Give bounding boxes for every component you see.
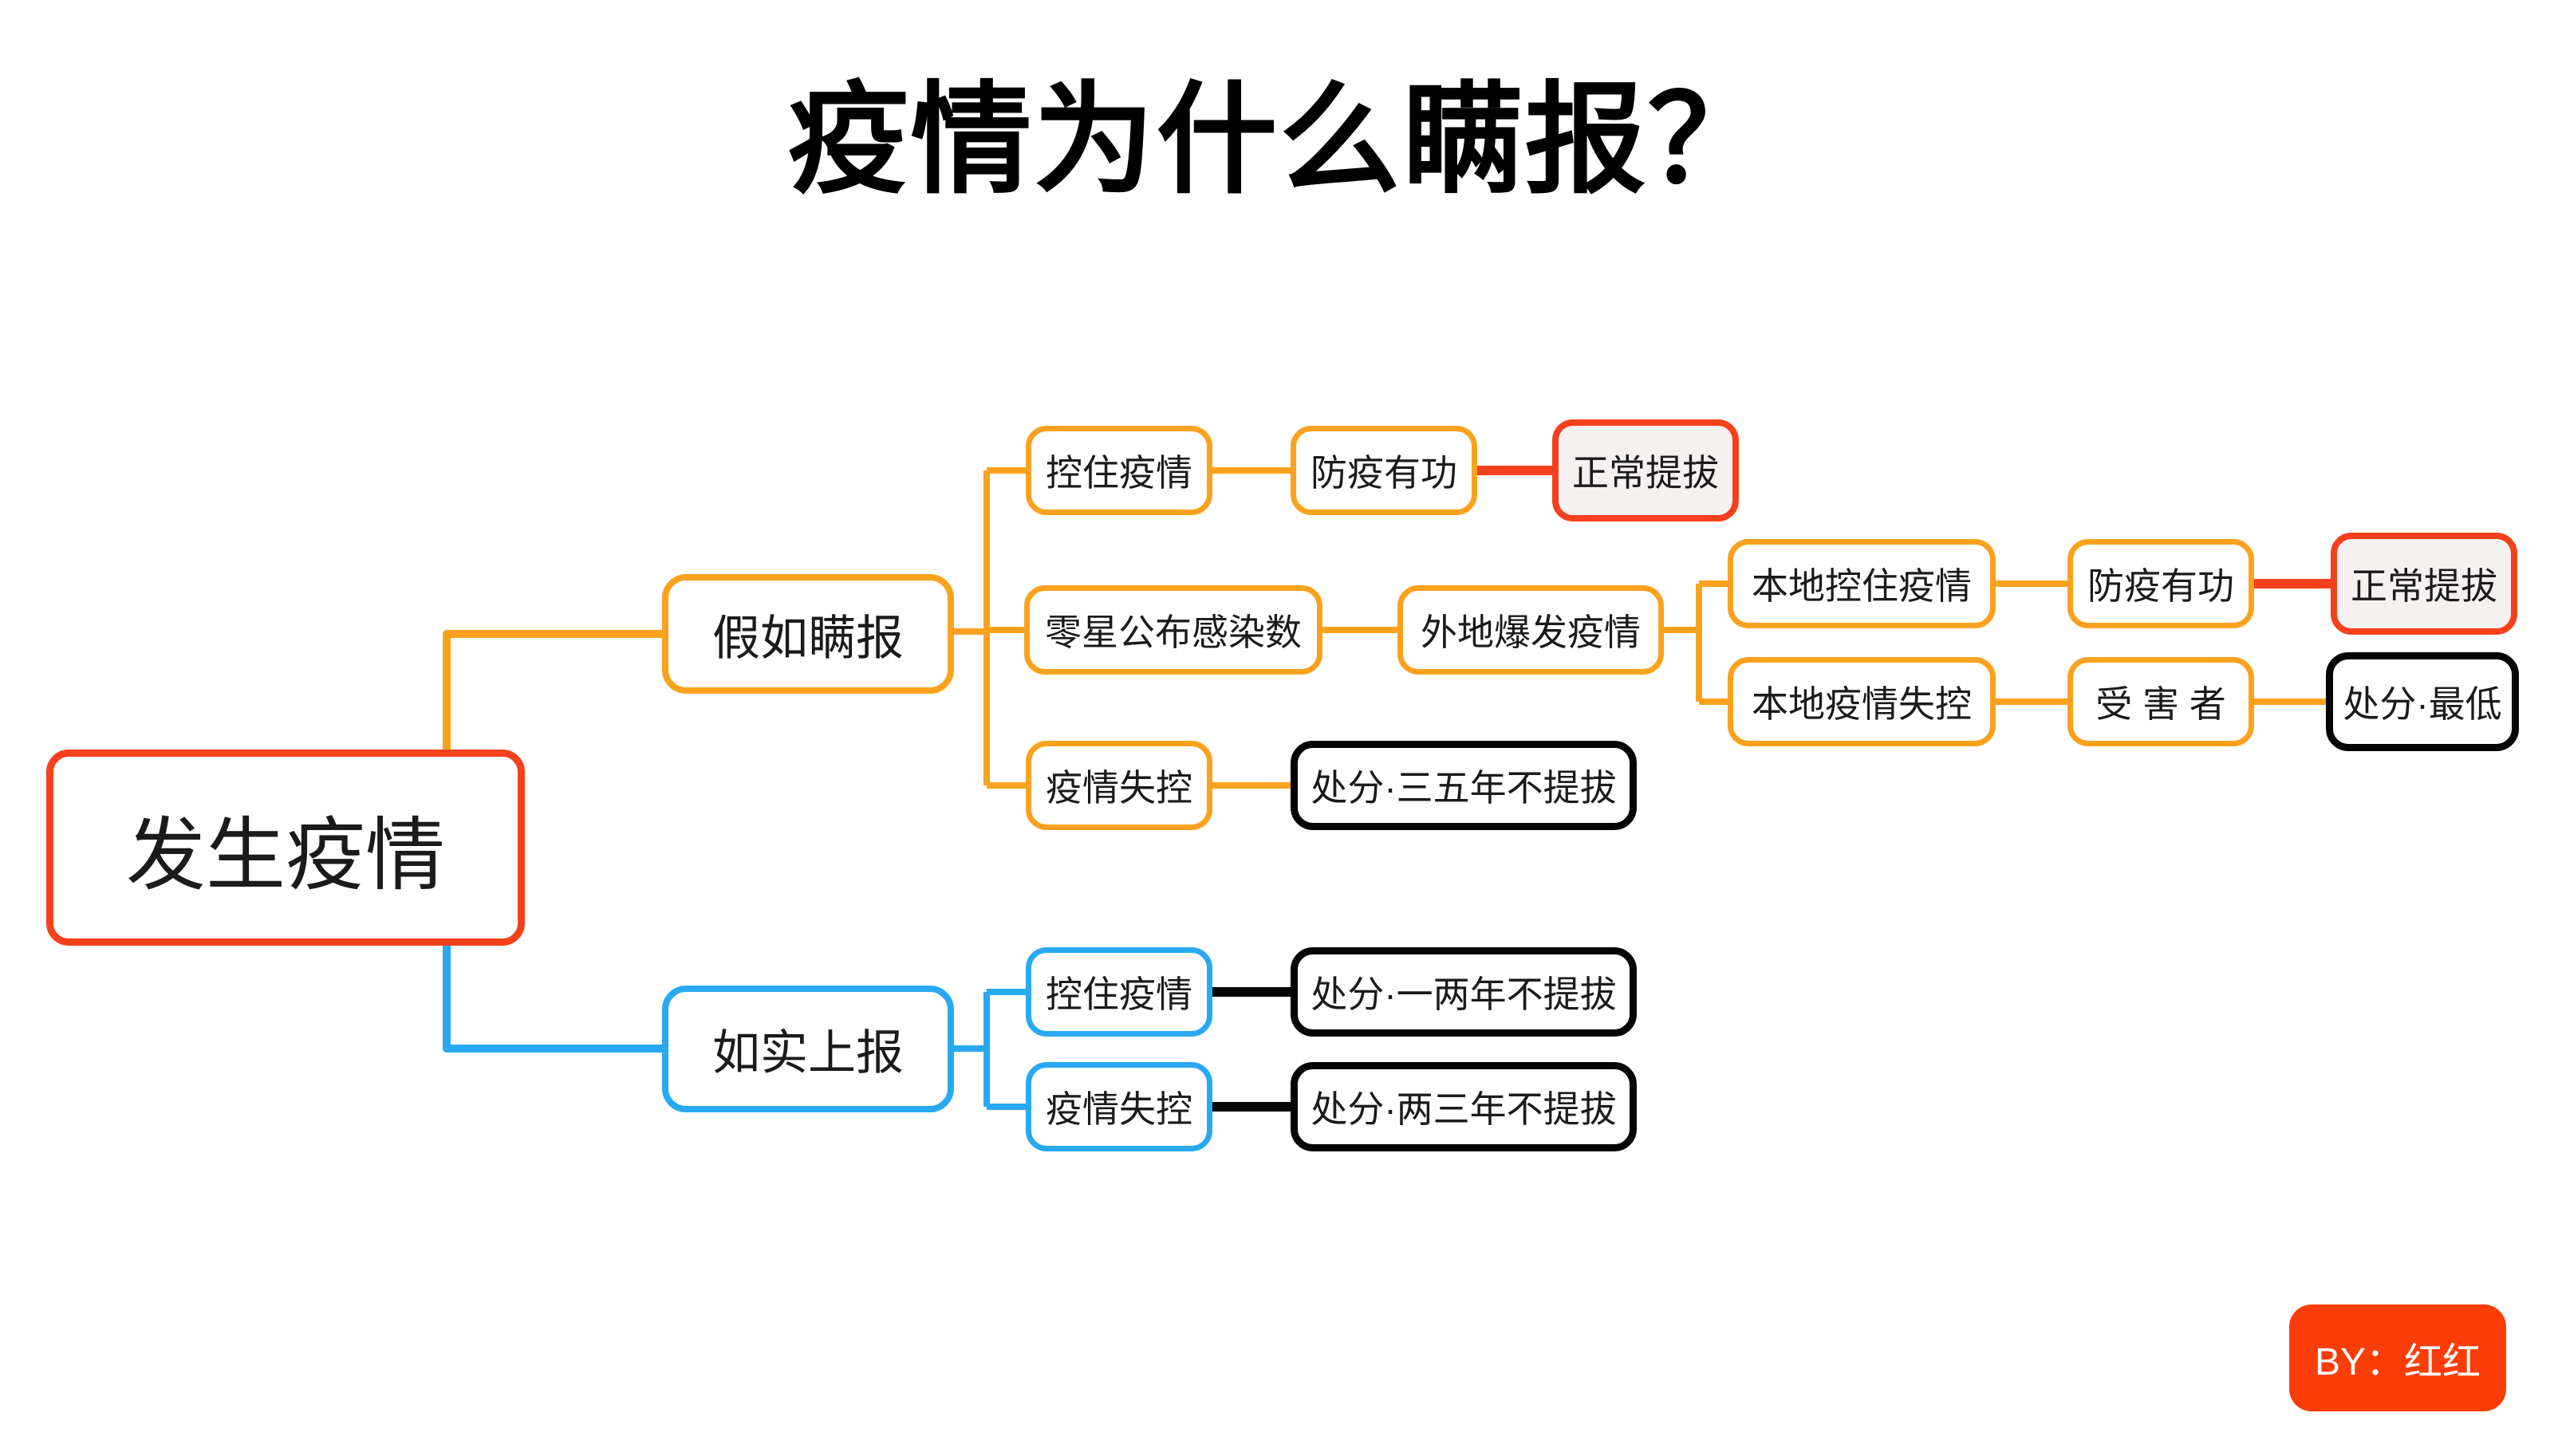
node-report-out-of-control[interactable]: 疫情失控 xyxy=(1026,1062,1212,1151)
page-title: 疫情为什么瞒报？ xyxy=(787,73,1771,208)
node-conceal-contained[interactable]: 控住疫情 xyxy=(1026,426,1212,515)
node-promoted-right[interactable]: 正常提拔 xyxy=(2331,533,2517,635)
node-punish-minimal[interactable]: 处分·最低 xyxy=(2326,652,2519,751)
connector-root-to-conceal xyxy=(443,630,667,751)
node-local-out-of-control[interactable]: 本地疫情失控 xyxy=(1728,657,1996,746)
node-report-contained[interactable]: 控住疫情 xyxy=(1026,947,1212,1037)
node-punish-3-5-years[interactable]: 处分·三五年不提拔 xyxy=(1291,741,1637,830)
node-victim[interactable]: 受 害 者 xyxy=(2067,657,2254,746)
node-punish-1-2-years[interactable]: 处分·一两年不提拔 xyxy=(1291,947,1637,1037)
node-outbreak-elsewhere[interactable]: 外地爆发疫情 xyxy=(1397,585,1664,675)
node-promoted-top[interactable]: 正常提拔 xyxy=(1552,419,1739,521)
author-badge: BY：红红 xyxy=(2289,1304,2506,1411)
connector-report-fanout xyxy=(951,989,1031,1110)
node-conceal-sporadic-numbers[interactable]: 零星公布感染数 xyxy=(1024,585,1322,675)
node-local-contained[interactable]: 本地控住疫情 xyxy=(1728,539,1996,628)
node-epidemic-occurs[interactable]: 发生疫情 xyxy=(46,750,525,946)
node-merit-top[interactable]: 防疫有功 xyxy=(1291,426,1477,515)
node-merit-right[interactable]: 防疫有功 xyxy=(2067,539,2254,628)
node-conceal-out-of-control[interactable]: 疫情失控 xyxy=(1026,741,1212,830)
node-if-conceal[interactable]: 假如瞒报 xyxy=(662,574,954,694)
node-report-truthfully[interactable]: 如实上报 xyxy=(662,986,954,1112)
connector-conceal-fanout xyxy=(951,467,1031,789)
connector-root-to-report xyxy=(443,944,667,1053)
node-punish-2-3-years[interactable]: 处分·两三年不提拔 xyxy=(1291,1062,1637,1151)
connector-outbreak-fanout xyxy=(1661,580,1732,705)
